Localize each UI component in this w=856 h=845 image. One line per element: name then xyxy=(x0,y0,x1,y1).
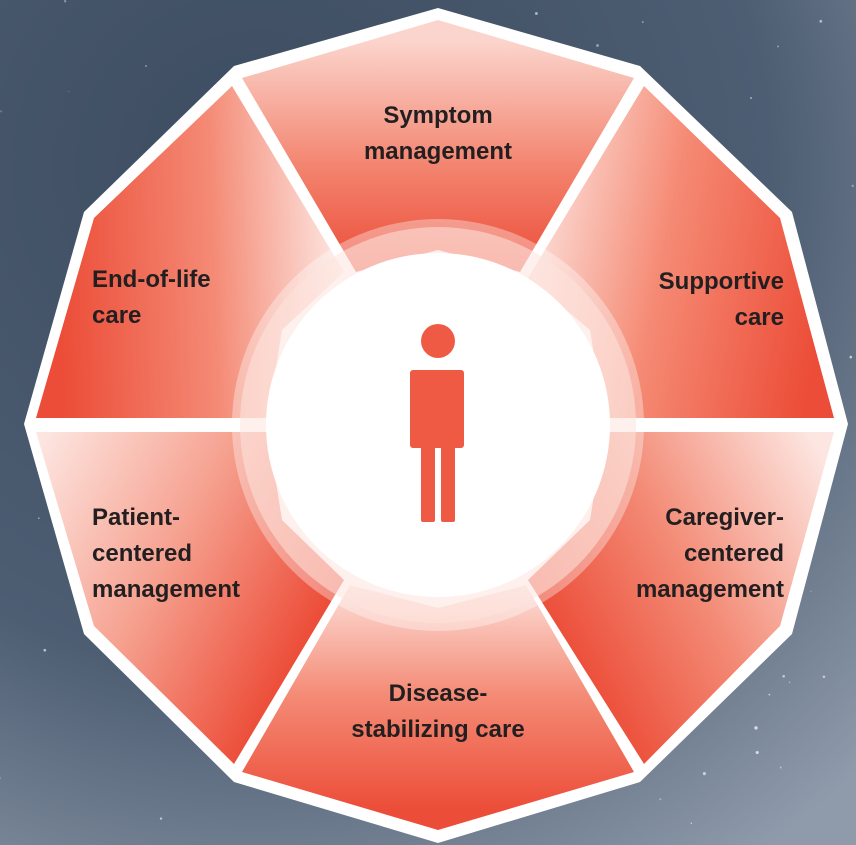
star-dot xyxy=(788,681,791,683)
star-dot xyxy=(0,777,1,779)
label-line: Supportive xyxy=(658,268,784,295)
label-line: management xyxy=(635,576,784,603)
star-dot xyxy=(596,44,599,47)
label-line: care xyxy=(734,304,784,331)
label-line: Disease- xyxy=(388,680,488,707)
label-line: End-of-life xyxy=(92,266,211,293)
label-line: management xyxy=(92,576,241,603)
star-dot xyxy=(779,766,782,769)
label-end-of-life-care: End-of-life care xyxy=(92,262,292,334)
star-dot xyxy=(702,772,706,776)
star-dot xyxy=(690,822,692,824)
star-dot xyxy=(768,693,771,696)
star-dot xyxy=(534,12,538,15)
star-dot xyxy=(777,45,780,48)
star-dot xyxy=(782,674,785,678)
label-patient-centered-management: Patient- centered management xyxy=(92,500,312,608)
label-line: care xyxy=(92,302,142,329)
star-dot xyxy=(822,675,826,679)
label-caregiver-centered-management: Caregiver- centered management xyxy=(584,500,784,608)
label-disease-stabilizing-care: Disease- stabilizing care xyxy=(338,676,538,748)
label-line: management xyxy=(363,138,513,165)
segment-disease-stabilizing-care xyxy=(242,585,634,830)
person-icon xyxy=(410,324,464,522)
label-supportive-care: Supportive care xyxy=(584,264,784,336)
star-dot xyxy=(659,798,662,801)
star-dot xyxy=(63,0,67,3)
star-dot xyxy=(38,517,40,519)
star-dot xyxy=(810,590,812,593)
label-line: stabilizing care xyxy=(351,716,525,743)
label-line: Patient- xyxy=(92,504,181,531)
star-dot xyxy=(750,97,752,99)
label-symptom-management: Symptom management xyxy=(338,98,538,170)
star-dot xyxy=(68,90,70,93)
label-line: centered xyxy=(92,540,193,567)
star-dot xyxy=(641,21,644,23)
star-dot xyxy=(754,726,758,730)
star-dot xyxy=(819,19,823,23)
label-line: centered xyxy=(683,540,784,567)
star-dot xyxy=(159,817,163,820)
label-line: Caregiver- xyxy=(665,504,784,531)
star-dot xyxy=(0,110,3,113)
star-dot xyxy=(145,65,147,67)
star-dot xyxy=(851,184,855,188)
label-line: Symptom xyxy=(383,102,493,129)
star-dot xyxy=(43,648,47,652)
star-dot xyxy=(849,355,853,359)
segment-symptom-management xyxy=(242,20,634,272)
star-dot xyxy=(755,750,759,755)
